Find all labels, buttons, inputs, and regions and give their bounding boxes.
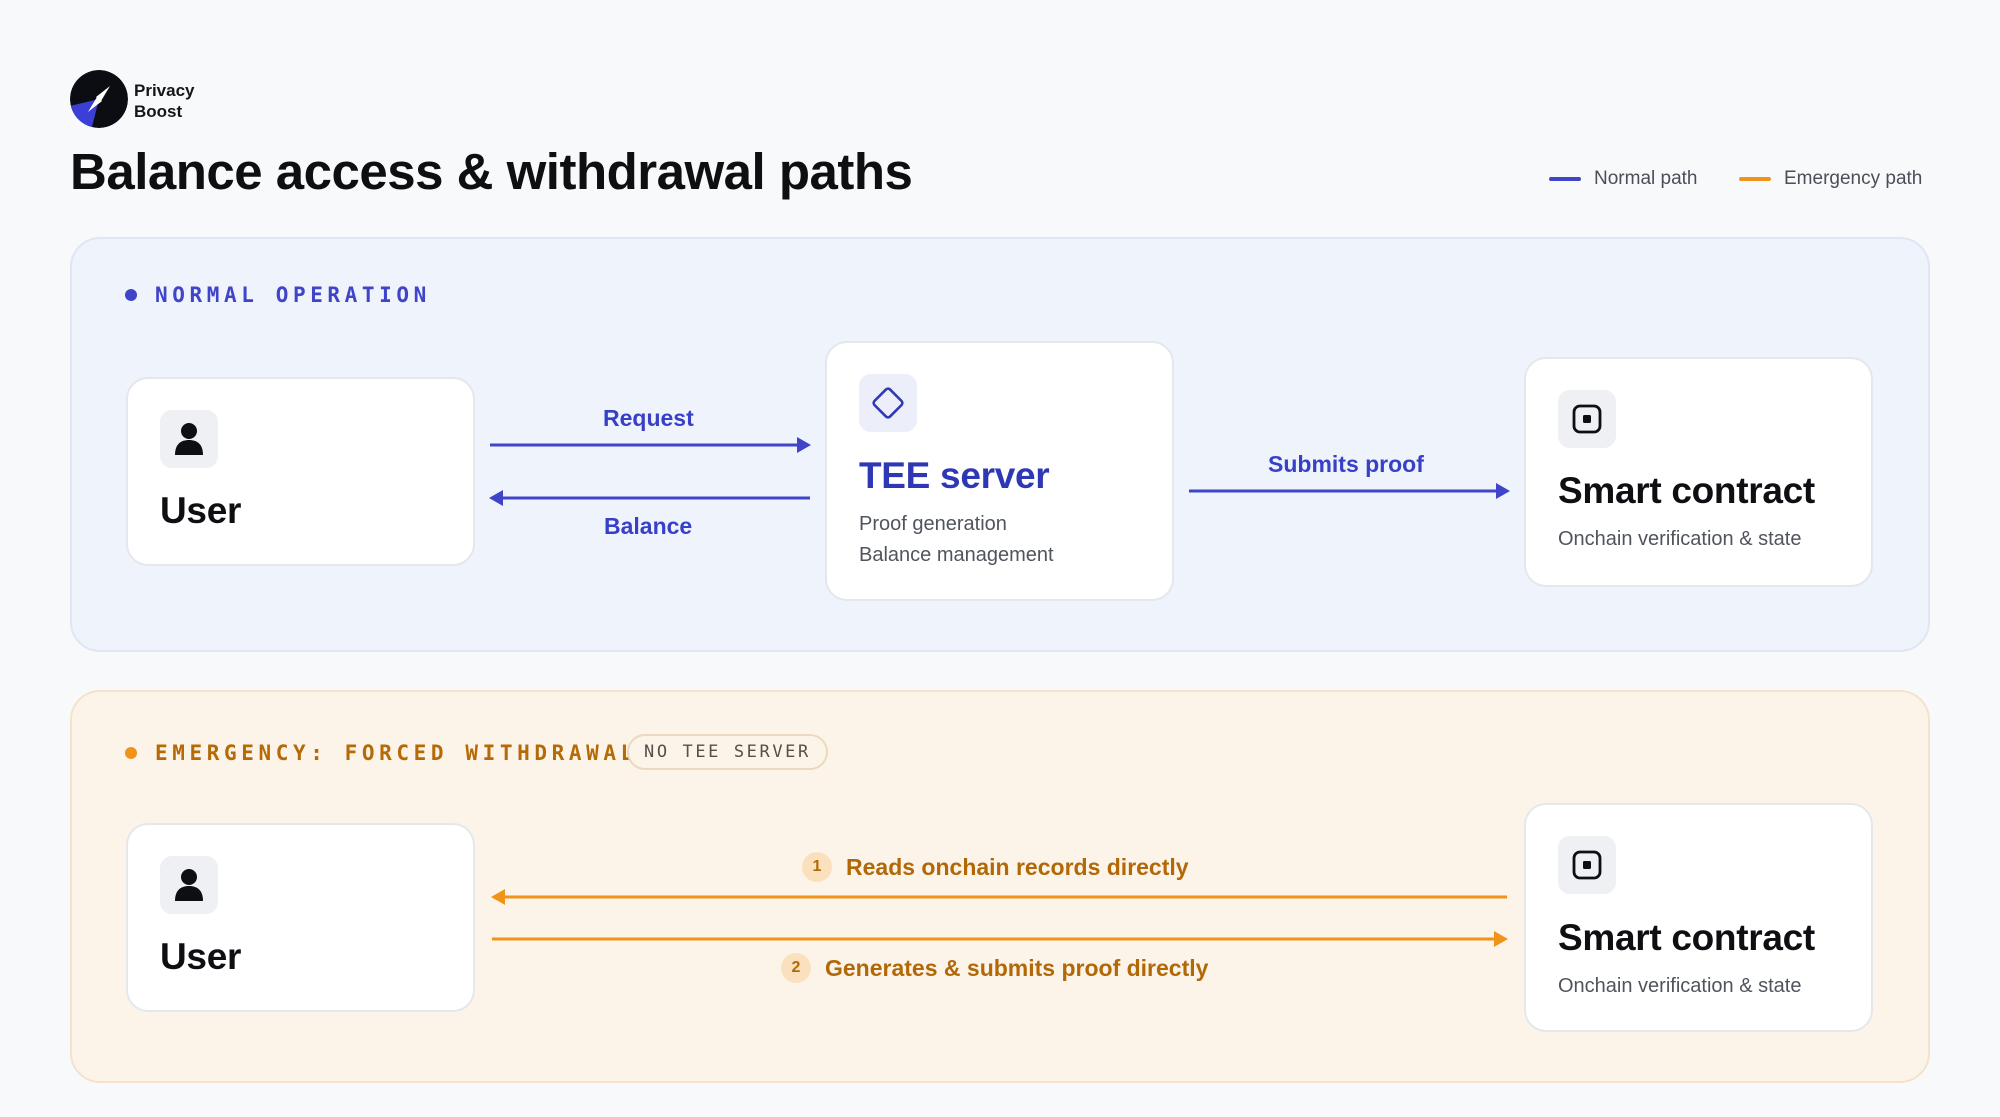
emergency-contract-card: Smart contract Onchain verification & st… xyxy=(1524,803,1873,1032)
normal-contract-title: Smart contract xyxy=(1558,470,1815,511)
submits-proof-label: Submits proof xyxy=(1268,451,1424,477)
legend-emergency: Emergency path xyxy=(1739,168,1922,190)
step-2-text: Generates & submits proof directly xyxy=(825,954,1209,981)
emergency-section-label: EMERGENCY: FORCED WITHDRAWAL xyxy=(125,741,638,765)
step-2-number: 2 xyxy=(781,953,811,983)
normal-dot xyxy=(125,289,137,301)
user-icon xyxy=(160,856,218,914)
brand-logo-icon xyxy=(70,70,128,128)
step-1-text: Reads onchain records directly xyxy=(846,853,1189,880)
legend-normal-swatch xyxy=(1549,177,1581,181)
submits-proof-arrow xyxy=(1189,483,1510,499)
submits-directly-arrow xyxy=(492,931,1508,947)
normal-user-title: User xyxy=(160,490,242,531)
no-tee-badge: NO TEE SERVER xyxy=(627,734,828,770)
step-2-label: 2 Generates & submits proof directly xyxy=(781,953,1208,983)
balance-label: Balance xyxy=(604,513,693,539)
emergency-dot xyxy=(125,747,137,759)
brand-name: Privacy Boost xyxy=(134,80,195,122)
legend-emergency-swatch xyxy=(1739,177,1771,181)
balance-arrow xyxy=(489,490,810,506)
user-icon xyxy=(160,410,218,468)
diamond-icon xyxy=(859,374,917,432)
emergency-contract-title: Smart contract xyxy=(1558,917,1815,958)
legend-normal-label: Normal path xyxy=(1594,168,1698,189)
brand-line-2: Boost xyxy=(134,102,183,121)
step-1-number: 1 xyxy=(802,852,832,882)
tee-sub-line-2: Balance management xyxy=(859,544,1054,566)
step-1-label: 1 Reads onchain records directly xyxy=(802,852,1189,882)
tee-server-title: TEE server xyxy=(859,455,1050,496)
normal-section-label: NORMAL OPERATION xyxy=(125,283,431,307)
tee-server-card: TEE server Proof generation Balance mana… xyxy=(825,341,1174,601)
normal-user-card: User xyxy=(126,377,475,566)
normal-contract-sub: Onchain verification & state xyxy=(1558,528,1802,550)
legend-normal: Normal path xyxy=(1549,168,1698,190)
emergency-user-card: User xyxy=(126,823,475,1012)
emergency-user-title: User xyxy=(160,936,242,977)
reads-records-arrow xyxy=(491,889,1507,905)
page-title: Balance access & withdrawal paths xyxy=(70,143,913,200)
normal-section-text: NORMAL OPERATION xyxy=(155,283,431,307)
tee-sub-line-1: Proof generation xyxy=(859,513,1007,535)
stop-square-icon xyxy=(1558,390,1616,448)
request-arrow xyxy=(490,437,811,453)
brand-line-1: Privacy xyxy=(134,81,195,100)
request-label: Request xyxy=(603,405,694,431)
tee-server-sub: Proof generation Balance management xyxy=(859,509,1054,571)
legend-emergency-label: Emergency path xyxy=(1784,168,1923,189)
emergency-section-text: EMERGENCY: FORCED WITHDRAWAL xyxy=(155,741,638,765)
emergency-contract-sub: Onchain verification & state xyxy=(1558,975,1802,997)
stop-square-icon xyxy=(1558,836,1616,894)
normal-contract-card: Smart contract Onchain verification & st… xyxy=(1524,357,1873,587)
